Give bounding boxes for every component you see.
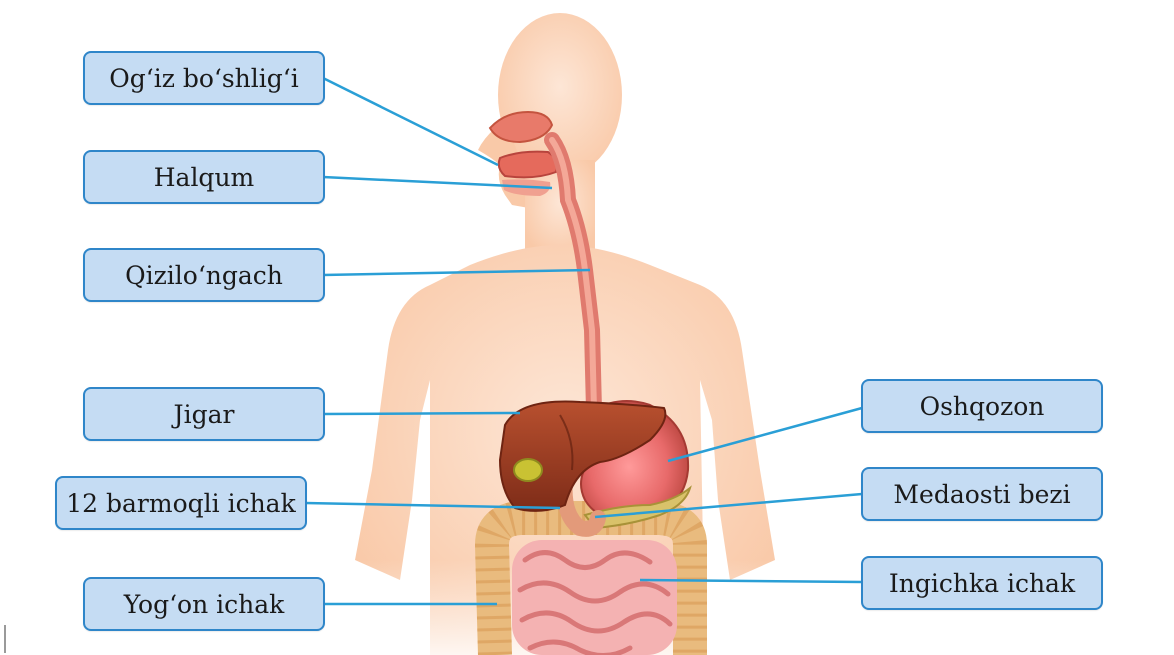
label-pancreas: Medaosti bezi bbox=[861, 467, 1103, 521]
label-liver: Jigar bbox=[83, 387, 325, 441]
label-esophagus: Qizilo‘ngach bbox=[83, 248, 325, 302]
label-large-intestine: Yog‘on ichak bbox=[83, 577, 325, 631]
label-pharynx: Halqum bbox=[83, 150, 325, 204]
label-small-intestine: Ingichka ichak bbox=[861, 556, 1103, 610]
label-duodenum: 12 barmoqli ichak bbox=[55, 476, 307, 530]
small-intestine bbox=[512, 540, 677, 655]
label-mouth-cavity: Og‘iz bo‘shlig‘i bbox=[83, 51, 325, 105]
gallbladder-organ bbox=[514, 459, 542, 481]
edge-mark bbox=[4, 625, 6, 653]
label-stomach: Oshqozon bbox=[861, 379, 1103, 433]
